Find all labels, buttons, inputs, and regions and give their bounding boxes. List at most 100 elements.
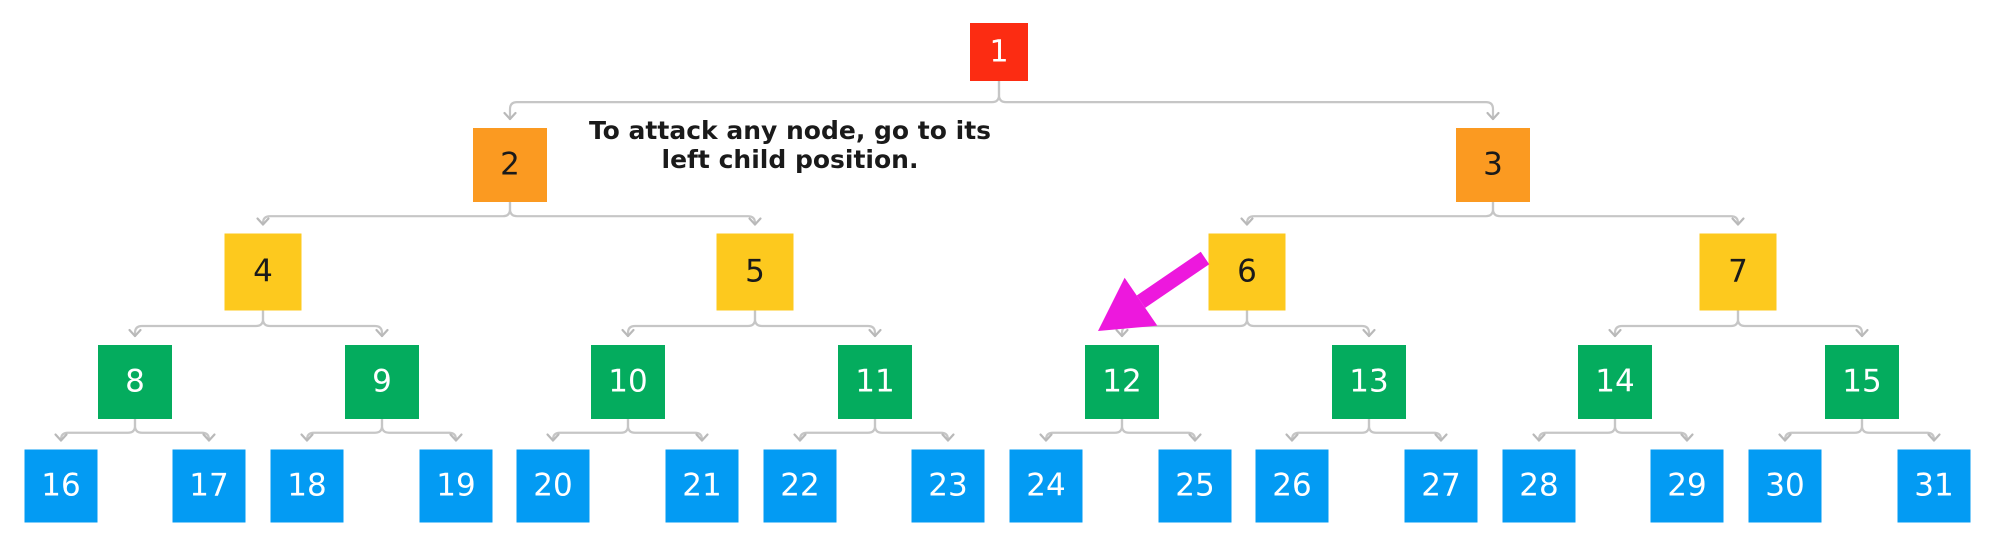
tree-edge-1-3 bbox=[997, 79, 1495, 121]
node-box-29[interactable] bbox=[1650, 449, 1724, 523]
tree-node-13[interactable]: 13 bbox=[1332, 345, 1406, 419]
tree-edge-1-2 bbox=[508, 79, 1001, 121]
node-box-23[interactable] bbox=[911, 449, 985, 523]
node-box-19[interactable] bbox=[419, 449, 493, 523]
tree-node-3[interactable]: 3 bbox=[1456, 128, 1530, 202]
node-box-30[interactable] bbox=[1748, 449, 1822, 523]
tree-node-17[interactable]: 17 bbox=[172, 449, 246, 523]
node-box-26[interactable] bbox=[1255, 449, 1329, 523]
node-box-7[interactable] bbox=[1699, 233, 1777, 311]
edge-arrowhead-27 bbox=[1434, 433, 1448, 442]
node-label-17: 17 bbox=[189, 468, 228, 504]
node-label-28: 28 bbox=[1519, 468, 1558, 504]
edge-arrowhead-12 bbox=[1115, 328, 1129, 338]
edge-arrowhead-2 bbox=[503, 111, 517, 121]
edge-arrowhead-30 bbox=[1778, 433, 1792, 442]
node-box-31[interactable] bbox=[1897, 449, 1971, 523]
node-box-3[interactable] bbox=[1456, 128, 1530, 202]
tree-node-18[interactable]: 18 bbox=[270, 449, 344, 523]
tree-node-12[interactable]: 12 bbox=[1085, 345, 1159, 419]
tree-node-26[interactable]: 26 bbox=[1255, 449, 1329, 523]
edge-arrowhead-22 bbox=[793, 433, 807, 442]
tree-node-24[interactable]: 24 bbox=[1009, 449, 1083, 523]
edge-arrowhead-9 bbox=[375, 328, 389, 338]
tree-edge-15-30 bbox=[1783, 417, 1864, 442]
edge-arrowhead-16 bbox=[54, 433, 68, 442]
tree-edge-11-23 bbox=[873, 417, 950, 442]
node-label-6: 6 bbox=[1237, 254, 1257, 290]
edge-arrowhead-29 bbox=[1680, 433, 1694, 442]
node-label-11: 11 bbox=[855, 364, 894, 400]
tree-node-6[interactable]: 6 bbox=[1208, 233, 1286, 311]
tree-node-4[interactable]: 4 bbox=[224, 233, 302, 311]
node-label-7: 7 bbox=[1728, 254, 1748, 290]
edge-arrowhead-8 bbox=[128, 328, 142, 338]
edge-arrowhead-21 bbox=[695, 433, 709, 442]
tree-node-16[interactable]: 16 bbox=[24, 449, 98, 523]
tree-node-27[interactable]: 27 bbox=[1404, 449, 1478, 523]
tree-node-25[interactable]: 25 bbox=[1158, 449, 1232, 523]
tree-edge-6-13 bbox=[1245, 309, 1371, 338]
tree-edge-13-27 bbox=[1367, 417, 1443, 442]
node-box-11[interactable] bbox=[838, 345, 912, 419]
node-box-1[interactable] bbox=[970, 23, 1028, 81]
node-box-27[interactable] bbox=[1404, 449, 1478, 523]
edges-layer bbox=[54, 79, 1941, 442]
tree-node-22[interactable]: 22 bbox=[763, 449, 837, 523]
node-box-20[interactable] bbox=[516, 449, 590, 523]
tree-node-9[interactable]: 9 bbox=[345, 345, 419, 419]
tree-edge-12-25 bbox=[1120, 417, 1197, 442]
edge-arrowhead-31 bbox=[1927, 433, 1941, 442]
tree-node-21[interactable]: 21 bbox=[665, 449, 739, 523]
node-box-25[interactable] bbox=[1158, 449, 1232, 523]
node-box-24[interactable] bbox=[1009, 449, 1083, 523]
node-box-18[interactable] bbox=[270, 449, 344, 523]
tree-node-23[interactable]: 23 bbox=[911, 449, 985, 523]
node-box-16[interactable] bbox=[24, 449, 98, 523]
tree-edge-9-18 bbox=[305, 417, 384, 442]
tree-node-19[interactable]: 19 bbox=[419, 449, 493, 523]
node-label-24: 24 bbox=[1026, 468, 1065, 504]
tree-edge-5-10 bbox=[626, 309, 757, 338]
node-label-9: 9 bbox=[372, 364, 392, 400]
node-box-6[interactable] bbox=[1208, 233, 1286, 311]
node-label-27: 27 bbox=[1421, 468, 1460, 504]
node-box-13[interactable] bbox=[1332, 345, 1406, 419]
node-box-15[interactable] bbox=[1825, 345, 1899, 419]
tree-node-10[interactable]: 10 bbox=[591, 345, 665, 419]
edge-arrowhead-6 bbox=[1240, 217, 1254, 226]
node-box-22[interactable] bbox=[763, 449, 837, 523]
tree-node-7[interactable]: 7 bbox=[1699, 233, 1777, 311]
tree-node-31[interactable]: 31 bbox=[1897, 449, 1971, 523]
edge-arrowhead-28 bbox=[1532, 433, 1546, 442]
tree-node-29[interactable]: 29 bbox=[1650, 449, 1724, 523]
node-box-9[interactable] bbox=[345, 345, 419, 419]
node-box-28[interactable] bbox=[1502, 449, 1576, 523]
node-box-17[interactable] bbox=[172, 449, 246, 523]
tree-edge-7-15 bbox=[1736, 309, 1864, 338]
tree-node-2[interactable]: 2 bbox=[473, 128, 547, 202]
node-box-10[interactable] bbox=[591, 345, 665, 419]
node-box-4[interactable] bbox=[224, 233, 302, 311]
node-box-8[interactable] bbox=[98, 345, 172, 419]
tree-node-28[interactable]: 28 bbox=[1502, 449, 1576, 523]
tree-node-8[interactable]: 8 bbox=[98, 345, 172, 419]
node-box-21[interactable] bbox=[665, 449, 739, 523]
tree-node-5[interactable]: 5 bbox=[716, 233, 794, 311]
tree-node-15[interactable]: 15 bbox=[1825, 345, 1899, 419]
edge-arrowhead-10 bbox=[621, 328, 635, 338]
node-box-14[interactable] bbox=[1578, 345, 1652, 419]
tree-node-20[interactable]: 20 bbox=[516, 449, 590, 523]
tree-node-11[interactable]: 11 bbox=[838, 345, 912, 419]
tree-node-1[interactable]: 1 bbox=[970, 23, 1028, 81]
tree-edge-10-20 bbox=[551, 417, 630, 442]
node-box-2[interactable] bbox=[473, 128, 547, 202]
tree-node-14[interactable]: 14 bbox=[1578, 345, 1652, 419]
node-label-1: 1 bbox=[989, 35, 1008, 70]
tree-node-30[interactable]: 30 bbox=[1748, 449, 1822, 523]
node-box-5[interactable] bbox=[716, 233, 794, 311]
tree-edge-3-7 bbox=[1491, 200, 1740, 226]
node-box-12[interactable] bbox=[1085, 345, 1159, 419]
tree-edge-9-19 bbox=[380, 417, 458, 442]
